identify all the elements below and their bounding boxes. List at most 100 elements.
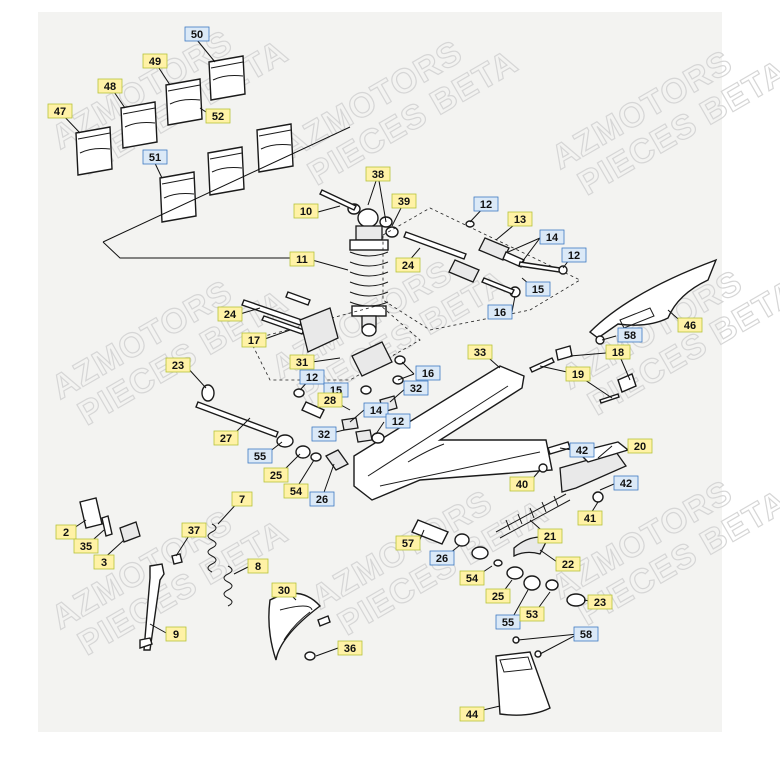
callout-12c[interactable]: 12 (299, 369, 325, 385)
callout-19[interactable]: 19 (565, 366, 591, 382)
callout-49[interactable]: 49 (142, 53, 168, 69)
callout-14a[interactable]: 14 (539, 229, 565, 245)
callout-number: 21 (544, 531, 556, 543)
callout-3[interactable]: 3 (93, 554, 115, 570)
callout-number: 58 (624, 330, 636, 342)
callout-2[interactable]: 2 (55, 524, 77, 540)
callout-16a[interactable]: 16 (487, 304, 513, 320)
callout-number: 24 (402, 260, 415, 272)
callout-number: 54 (466, 573, 479, 585)
callout-number: 16 (422, 368, 434, 380)
callout-26b[interactable]: 26 (429, 550, 455, 566)
callout-40[interactable]: 40 (509, 476, 535, 492)
callout-25a[interactable]: 25 (263, 467, 289, 483)
callout-number: 14 (370, 405, 383, 417)
callout-54b[interactable]: 54 (459, 570, 485, 586)
callout-44[interactable]: 44 (459, 706, 485, 722)
callout-38[interactable]: 38 (365, 166, 391, 182)
callout-42b[interactable]: 42 (613, 475, 639, 491)
callout-32b[interactable]: 32 (311, 426, 337, 442)
callout-14b[interactable]: 14 (363, 402, 389, 418)
callout-number: 49 (149, 56, 161, 68)
callout-23b[interactable]: 23 (587, 594, 613, 610)
callout-58a[interactable]: 58 (617, 327, 643, 343)
callout-17[interactable]: 17 (241, 332, 267, 348)
callout-number: 33 (474, 347, 486, 359)
callout-21[interactable]: 21 (537, 528, 563, 544)
callout-57[interactable]: 57 (395, 535, 421, 551)
callout-28[interactable]: 28 (317, 392, 343, 408)
callout-30[interactable]: 30 (271, 582, 297, 598)
callout-36[interactable]: 36 (337, 640, 363, 656)
callout-number: 3 (101, 557, 107, 569)
callout-number: 35 (80, 541, 92, 553)
callout-50[interactable]: 50 (184, 26, 210, 42)
callout-number: 12 (392, 416, 404, 428)
callout-number: 19 (572, 369, 584, 381)
callout-48[interactable]: 48 (97, 78, 123, 94)
callout-39[interactable]: 39 (391, 193, 417, 209)
callout-number: 36 (344, 643, 356, 655)
callout-31[interactable]: 31 (289, 354, 315, 370)
chain-guide (529, 258, 718, 404)
callout-46[interactable]: 46 (677, 317, 703, 333)
callout-number: 30 (278, 585, 290, 597)
callout-number: 42 (576, 445, 588, 457)
callout-55a[interactable]: 55 (247, 448, 273, 464)
callout-26a[interactable]: 26 (309, 491, 335, 507)
callout-12d[interactable]: 12 (385, 413, 411, 429)
callout-7[interactable]: 7 (231, 491, 253, 507)
callout-16b[interactable]: 16 (415, 365, 441, 381)
callout-20[interactable]: 20 (627, 438, 653, 454)
callout-52[interactable]: 52 (205, 108, 231, 124)
packet-48 (120, 101, 158, 149)
callout-number: 32 (410, 383, 422, 395)
callout-number: 25 (270, 470, 282, 482)
callout-number: 55 (502, 617, 514, 629)
callout-47[interactable]: 47 (47, 103, 73, 119)
callout-33[interactable]: 33 (467, 344, 493, 360)
callout-number: 15 (532, 284, 544, 296)
callout-13[interactable]: 13 (507, 211, 533, 227)
callout-55b[interactable]: 55 (495, 614, 521, 630)
callout-32a[interactable]: 32 (403, 380, 429, 396)
callout-number: 31 (296, 357, 308, 369)
callout-35[interactable]: 35 (73, 538, 99, 554)
callout-15a[interactable]: 15 (525, 281, 551, 297)
callout-18[interactable]: 18 (605, 344, 631, 360)
callout-number: 25 (492, 591, 504, 603)
callout-27[interactable]: 27 (213, 430, 239, 446)
packet-51b (207, 146, 245, 196)
callout-11[interactable]: 11 (289, 251, 315, 267)
callout-12a[interactable]: 12 (473, 196, 499, 212)
callout-10[interactable]: 10 (293, 203, 319, 219)
callout-58b[interactable]: 58 (573, 626, 599, 642)
callout-number: 13 (514, 214, 526, 226)
callout-9[interactable]: 9 (165, 626, 187, 642)
packet-51a (159, 171, 197, 223)
callout-42a[interactable]: 42 (569, 442, 595, 458)
callout-41[interactable]: 41 (577, 510, 603, 526)
callout-53[interactable]: 53 (519, 606, 545, 622)
callout-24a[interactable]: 24 (395, 257, 421, 273)
callout-54a[interactable]: 54 (283, 483, 309, 499)
callouts: 50 49 48 47 52 51 38 10 39 12 13 14 12 1… (47, 26, 703, 722)
callout-12b[interactable]: 12 (561, 247, 587, 263)
callout-51[interactable]: 51 (142, 149, 168, 165)
callout-number: 39 (398, 196, 410, 208)
callout-25b[interactable]: 25 (485, 588, 511, 604)
callout-8[interactable]: 8 (247, 558, 269, 574)
callout-number: 44 (466, 709, 479, 721)
callout-number: 48 (104, 81, 116, 93)
callout-number: 22 (562, 559, 574, 571)
callout-23a[interactable]: 23 (165, 357, 191, 373)
callout-37[interactable]: 37 (181, 522, 207, 538)
callout-number: 17 (248, 335, 260, 347)
callout-number: 27 (220, 433, 232, 445)
callout-number: 23 (594, 597, 606, 609)
callout-22[interactable]: 22 (555, 556, 581, 572)
callout-24b[interactable]: 24 (217, 306, 243, 322)
chain-guide-plate (495, 636, 551, 716)
